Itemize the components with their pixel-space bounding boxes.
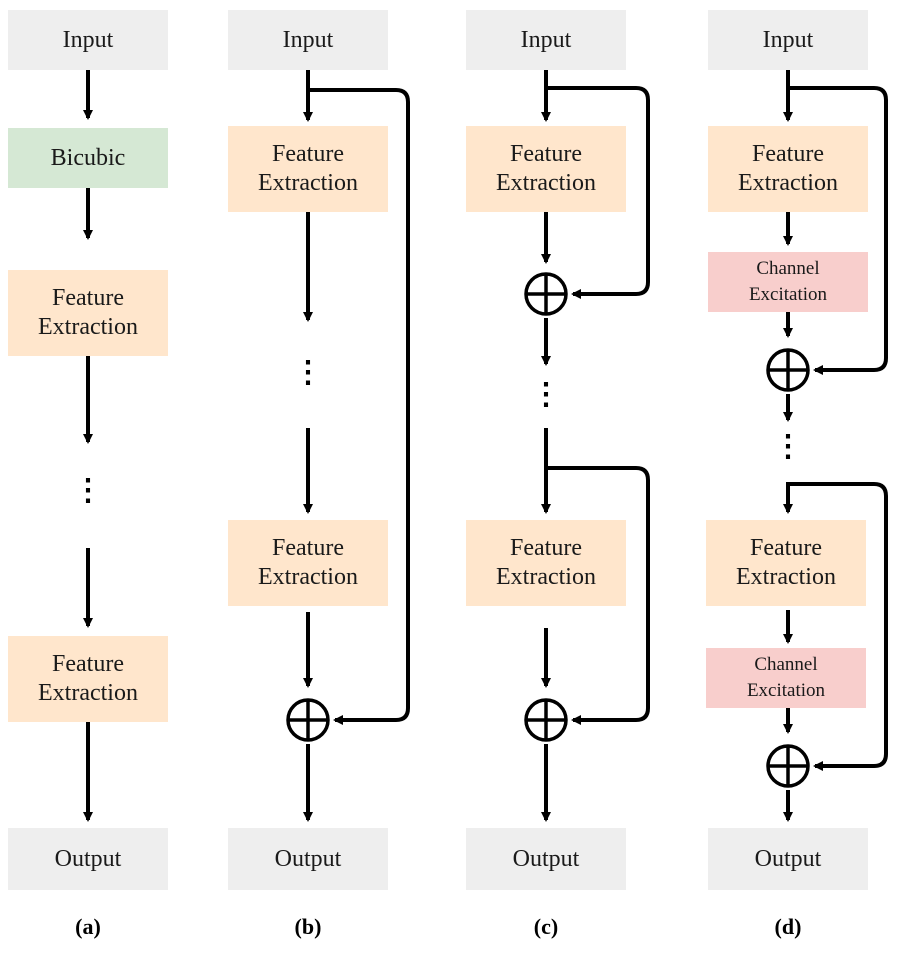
extraction-label: Extraction: [38, 314, 138, 340]
input-label: Input: [282, 26, 334, 53]
input-label: Input: [520, 26, 572, 53]
extraction-label: Extraction: [738, 170, 838, 196]
bicubic-label: Bicubic: [50, 144, 126, 171]
caption-c: (c): [533, 914, 559, 939]
feature-label: Feature: [752, 141, 824, 168]
feature-label: Feature: [52, 285, 124, 312]
feature-label: Feature: [52, 651, 124, 678]
skip-c-2: [546, 466, 650, 725]
ellipsis-b: ⋮: [293, 356, 323, 389]
skip-b: [308, 88, 410, 725]
ellipsis-a: ⋮: [73, 474, 103, 507]
channel-label: Channel: [756, 258, 820, 280]
input-box-a: Input: [8, 10, 168, 70]
ellipsis-c: ⋮: [531, 378, 561, 411]
input-label: Input: [62, 26, 114, 53]
feature-label: Feature: [272, 535, 344, 562]
feature-label: Feature: [272, 141, 344, 168]
output-box-c: Output: [466, 828, 626, 890]
feature-label: Feature: [750, 535, 822, 562]
caption-d: (d): [774, 914, 802, 939]
input-box-b: Input: [228, 10, 388, 70]
extraction-label: Extraction: [258, 170, 358, 196]
input-box-d: Input: [708, 10, 868, 70]
input-label: Input: [762, 26, 814, 53]
output-label: Output: [512, 845, 580, 872]
output-box-a: Output: [8, 828, 168, 890]
extraction-label: Extraction: [38, 680, 138, 706]
extraction-label: Extraction: [258, 564, 358, 590]
bicubic-box: Bicubic: [8, 128, 168, 188]
extraction-label: Extraction: [496, 170, 596, 196]
skip-c-1: [546, 86, 650, 299]
ellipsis-d: ⋮: [773, 430, 803, 463]
feature-label: Feature: [510, 141, 582, 168]
output-box-d: Output: [708, 828, 868, 890]
caption-a: (a): [75, 914, 101, 939]
excitation-label: Excitation: [746, 680, 826, 701]
output-label: Output: [274, 845, 342, 872]
caption-b: (b): [294, 914, 322, 939]
output-box-b: Output: [228, 828, 388, 890]
output-label: Output: [54, 845, 122, 872]
input-box-c: Input: [466, 10, 626, 70]
skip-d-1: [788, 86, 888, 375]
extraction-label: Extraction: [736, 564, 836, 590]
feature-label: Feature: [510, 535, 582, 562]
skip-d-2: [788, 482, 888, 771]
output-label: Output: [754, 845, 822, 872]
channel-label: Channel: [754, 654, 818, 676]
extraction-label: Extraction: [496, 564, 596, 590]
excitation-label: Excitation: [748, 284, 828, 305]
